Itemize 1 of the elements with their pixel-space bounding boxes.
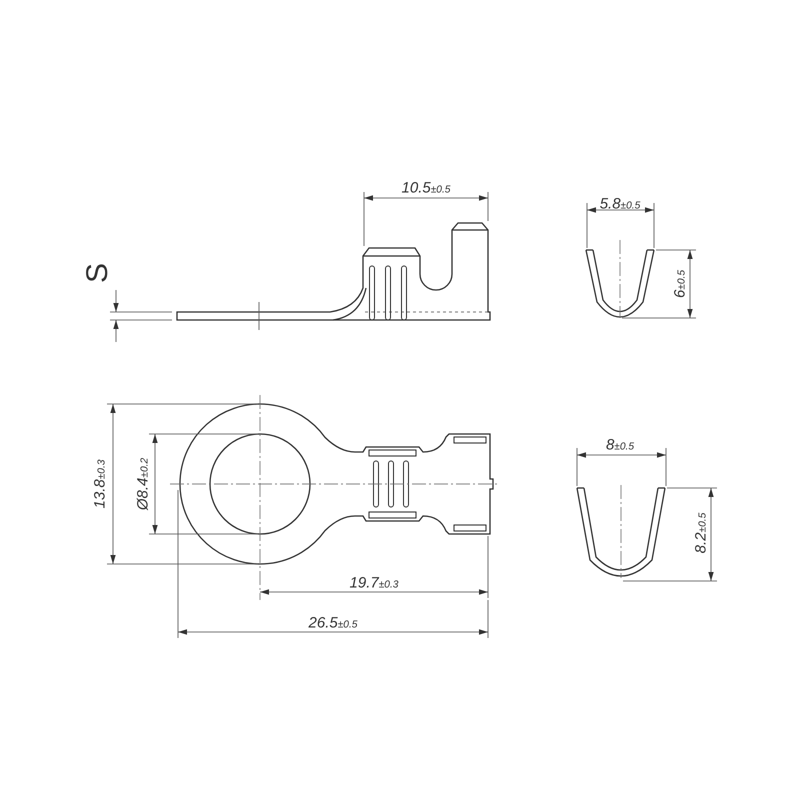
dimension-label: S (83, 263, 113, 283)
